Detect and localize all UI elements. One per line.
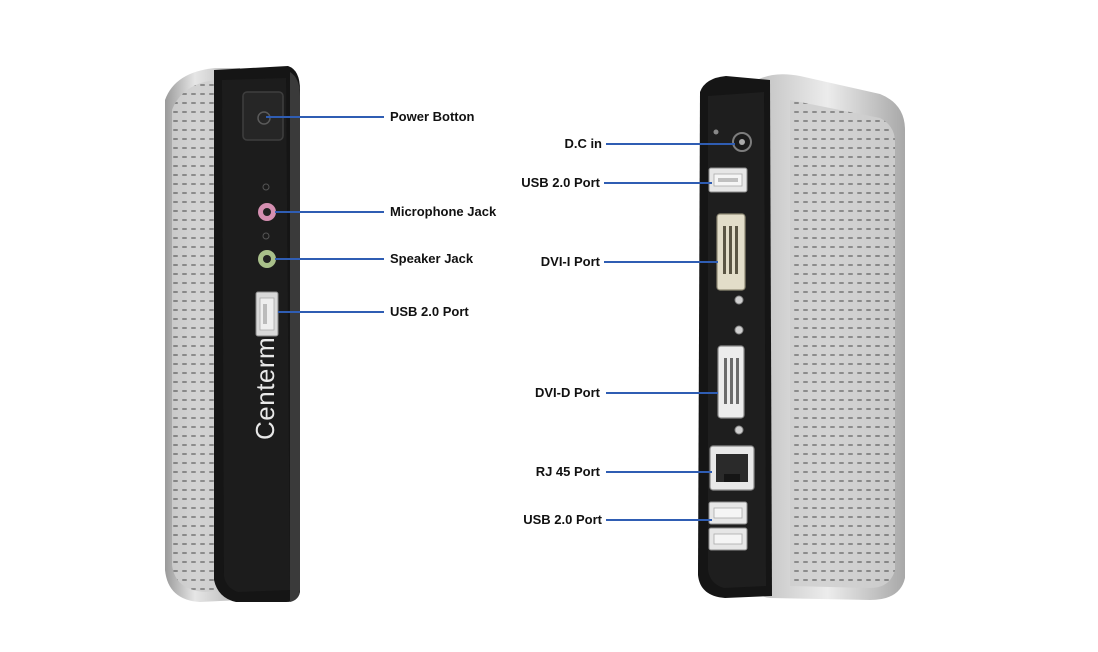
- label-dvi-d: DVI-D Port: [535, 385, 600, 400]
- label-rj45: RJ 45 Port: [535, 464, 600, 479]
- brand-logo: Centerm: [250, 336, 280, 440]
- rear-device: [698, 74, 905, 600]
- label-dc-in: D.C in: [564, 136, 602, 151]
- leader-lines: [266, 116, 735, 521]
- label-microphone-jack: Microphone Jack: [390, 204, 497, 219]
- label-dvi-i: DVI-I Port: [540, 254, 600, 269]
- label-power-button: Power Botton: [390, 109, 475, 124]
- label-usb-front: USB 2.0 Port: [390, 304, 469, 319]
- label-speaker-jack: Speaker Jack: [390, 251, 474, 266]
- label-usb-rear-top: USB 2.0 Port: [521, 175, 600, 190]
- front-device: [165, 66, 300, 602]
- label-usb-rear-bottom: USB 2.0 Port: [523, 512, 602, 527]
